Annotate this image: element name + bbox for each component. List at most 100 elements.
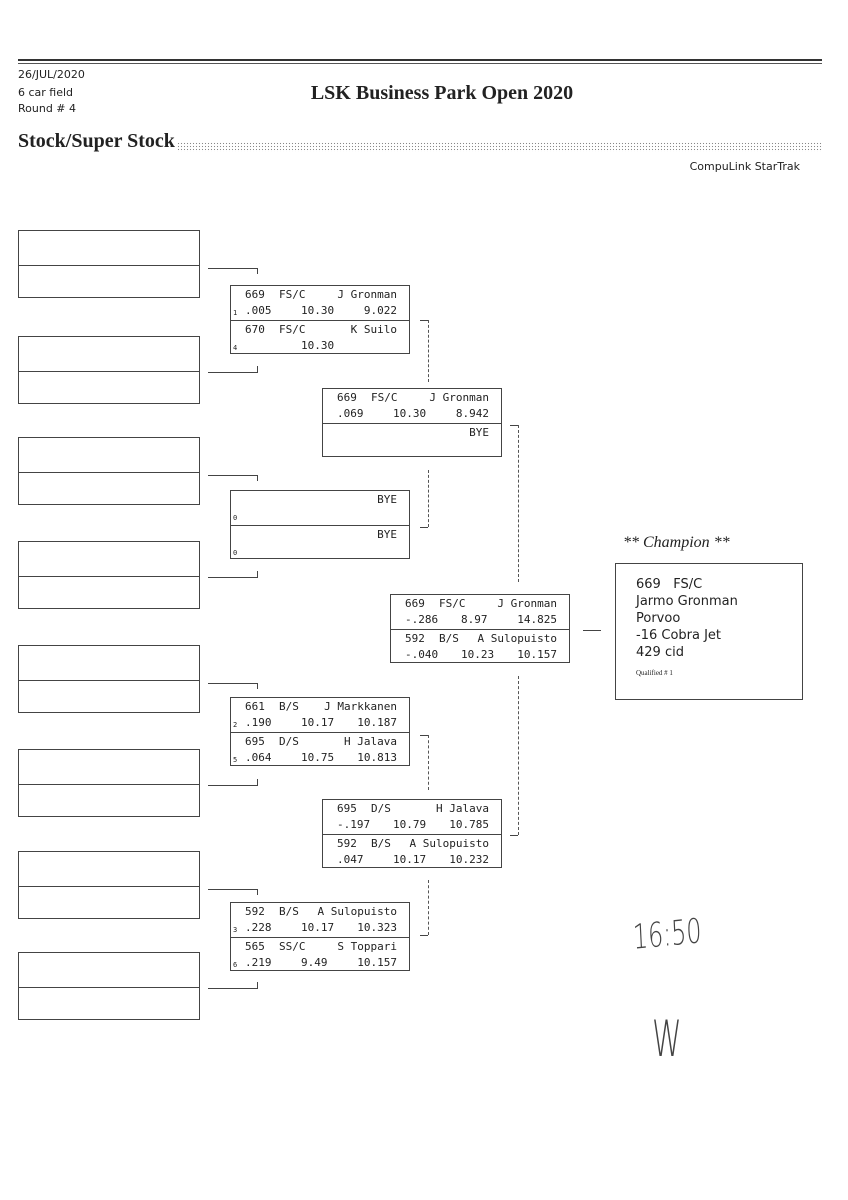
connector-hook	[420, 527, 428, 528]
handwritten-time: 16:50	[632, 911, 703, 958]
lane-cls: D/S	[371, 802, 391, 815]
lane-dial: 10.30	[393, 407, 427, 420]
lane-et: 14.825	[517, 613, 557, 626]
empty-lane	[19, 265, 199, 299]
top-rule	[18, 59, 822, 61]
lane-rt: .228	[245, 921, 272, 934]
champion-connector	[583, 630, 601, 631]
lane-seed: 0	[233, 549, 238, 557]
connector-line	[208, 785, 258, 786]
lane-car: 695	[245, 735, 265, 748]
lane-dial: 10.17	[393, 853, 427, 866]
lane-et: 10.323	[357, 921, 397, 934]
lane-car: 592	[337, 837, 357, 850]
empty-lane	[19, 542, 199, 576]
lane-rt: .064	[245, 751, 272, 764]
empty-lane	[19, 646, 199, 680]
connector-line	[208, 889, 258, 890]
empty-ladder-slot	[18, 645, 200, 713]
empty-ladder-slot	[18, 336, 200, 404]
lane-et: 8.942	[455, 407, 489, 420]
connector-hook	[420, 935, 428, 936]
connector-line	[208, 988, 258, 989]
empty-lane	[19, 886, 199, 920]
lane-cls: FS/C	[279, 323, 306, 336]
empty-lane	[19, 750, 199, 784]
lane: BYE 0	[231, 491, 409, 525]
empty-ladder-slot	[18, 851, 200, 919]
lane: BYE 0	[231, 525, 409, 559]
connector-tick	[257, 889, 258, 895]
connector-line	[208, 475, 258, 476]
brand-label: CompuLink StarTrak	[689, 160, 800, 173]
empty-ladder-slot	[18, 749, 200, 817]
lane-seed: 6	[233, 961, 238, 969]
lane-rt: .190	[245, 716, 272, 729]
connector-hook	[420, 735, 428, 736]
class-title: Stock/Super Stock	[18, 130, 175, 152]
lane-cls: B/S	[279, 905, 299, 918]
lane: BYE	[323, 423, 501, 457]
champion-city: Porvoo	[636, 611, 681, 626]
empty-lane	[19, 337, 199, 371]
lane-name: A Sulopuisto	[409, 837, 489, 850]
lane-dial: 10.75	[301, 751, 335, 764]
lane-seed: 0	[233, 514, 238, 522]
empty-ladder-slot	[18, 541, 200, 609]
lane-dial: 10.30	[301, 339, 335, 352]
lane-cls: FS/C	[371, 391, 398, 404]
lane-name: J Markkanen	[324, 700, 397, 713]
lane-et: 10.187	[357, 716, 397, 729]
lane-cls: B/S	[279, 700, 299, 713]
lane-rt: .005	[245, 304, 272, 317]
lane-name: A Sulopuisto	[477, 632, 557, 645]
empty-lane	[19, 438, 199, 472]
lane-et: 10.785	[449, 818, 489, 831]
champion-vehicle: -16 Cobra Jet	[636, 628, 722, 643]
top-rule-thin	[18, 63, 822, 64]
lane-car: 669	[245, 288, 265, 301]
dashed-connector	[428, 880, 429, 935]
dotted-fill	[177, 142, 822, 152]
lane-rt: .047	[337, 853, 364, 866]
empty-lane	[19, 231, 199, 265]
lane-rt: .069	[337, 407, 364, 420]
lane-name: J Gronman	[337, 288, 397, 301]
lane-cls: FS/C	[279, 288, 306, 301]
lane-name: BYE	[377, 528, 397, 541]
lane-dial: 10.23	[461, 648, 495, 661]
dashed-connector	[428, 320, 429, 382]
lane-rt: -.197	[337, 818, 371, 831]
champion-qualified: Qualified # 1	[636, 669, 673, 677]
champion-engine: 429 cid	[636, 645, 684, 660]
lane-car: 592	[405, 632, 425, 645]
lane-car: 695	[337, 802, 357, 815]
lane-dial: 10.17	[301, 921, 335, 934]
lane-rt: -.040	[405, 648, 439, 661]
lane-name: BYE	[377, 493, 397, 506]
lane-name: J Gronman	[497, 597, 557, 610]
champion-driver: Jarmo Gronman	[636, 594, 738, 609]
lane-cls: D/S	[279, 735, 299, 748]
field-size: 6 car field	[18, 86, 74, 99]
lane-dial: 8.97	[461, 613, 488, 626]
connector-tick	[257, 683, 258, 689]
empty-lane	[19, 852, 199, 886]
empty-lane	[19, 472, 199, 506]
lane-seed: 1	[233, 309, 238, 317]
lane-cls: FS/C	[439, 597, 466, 610]
lane-name: S Toppari	[337, 940, 397, 953]
empty-lane	[19, 987, 199, 1021]
empty-lane	[19, 784, 199, 818]
lane-cls: SS/C	[279, 940, 306, 953]
